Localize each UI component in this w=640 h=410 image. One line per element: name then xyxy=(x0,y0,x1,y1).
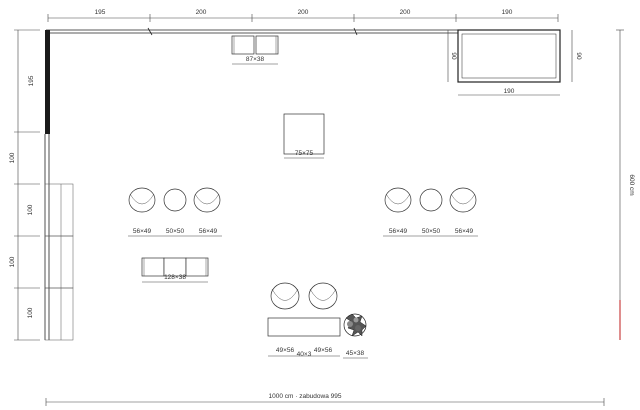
right-dimension: 600 cm xyxy=(616,29,635,340)
right-dim: 600 cm xyxy=(628,174,635,195)
plant-icon xyxy=(343,313,367,337)
bottom-label-c: 49×56 xyxy=(314,347,333,354)
bottom-label-d: 45×38 xyxy=(346,350,365,357)
top-rack-label: 87×38 xyxy=(246,56,265,63)
right-group-label-1: 56×49 xyxy=(389,228,408,235)
left-group-label-1: 56×49 xyxy=(133,228,152,235)
left-seating-group: 56×49 50×50 56×49 xyxy=(128,187,222,237)
top-rack: 87×38 xyxy=(231,35,279,65)
box-dim-bottom: 190 xyxy=(504,88,515,95)
walls xyxy=(44,27,458,341)
bottom-dimension: 1000 cm · zabudowa 995 xyxy=(45,393,605,406)
top-dim-2: 200 xyxy=(196,9,207,16)
square-table-label: 75×75 xyxy=(295,150,314,157)
top-dim-1: 195 xyxy=(95,9,106,16)
left-dim-5: 100 xyxy=(27,307,34,318)
top-dim-3: 200 xyxy=(298,9,309,16)
top-dimension-chain: 195 200 200 200 190 xyxy=(47,9,559,22)
left-dim-2: 100 xyxy=(9,152,16,163)
right-group-label-3: 56×49 xyxy=(455,228,474,235)
right-seating-group: 56×49 50×50 56×49 xyxy=(383,187,478,237)
bottom-group: 49×56 40×3 49×56 45×38 xyxy=(267,282,368,359)
right-group-label-2: 50×50 xyxy=(422,228,441,235)
bottom-label-b: 40×3 xyxy=(297,351,312,358)
bottom-label-a: 49×56 xyxy=(276,347,295,354)
square-table: 75×75 xyxy=(283,113,325,159)
top-right-counter: 90 90 190 xyxy=(447,29,582,96)
top-dim-5: 190 xyxy=(502,9,513,16)
bench-label: 128×38 xyxy=(164,274,186,281)
left-group-label-2: 50×50 xyxy=(166,228,185,235)
left-dim-1: 195 xyxy=(28,75,35,86)
left-group-label-3: 56×49 xyxy=(199,228,218,235)
box-dim-left: 90 xyxy=(450,52,457,60)
bottom-dim: 1000 cm · zabudowa 995 xyxy=(269,393,342,400)
left-dim-4: 100 xyxy=(9,256,16,267)
box-dim-right: 90 xyxy=(575,52,582,60)
top-dim-4: 200 xyxy=(400,9,411,16)
left-dimension-chain: 195 100 100 100 100 xyxy=(9,29,40,341)
bench: 128×38 xyxy=(141,257,209,283)
left-dim-3: 100 xyxy=(27,204,34,215)
